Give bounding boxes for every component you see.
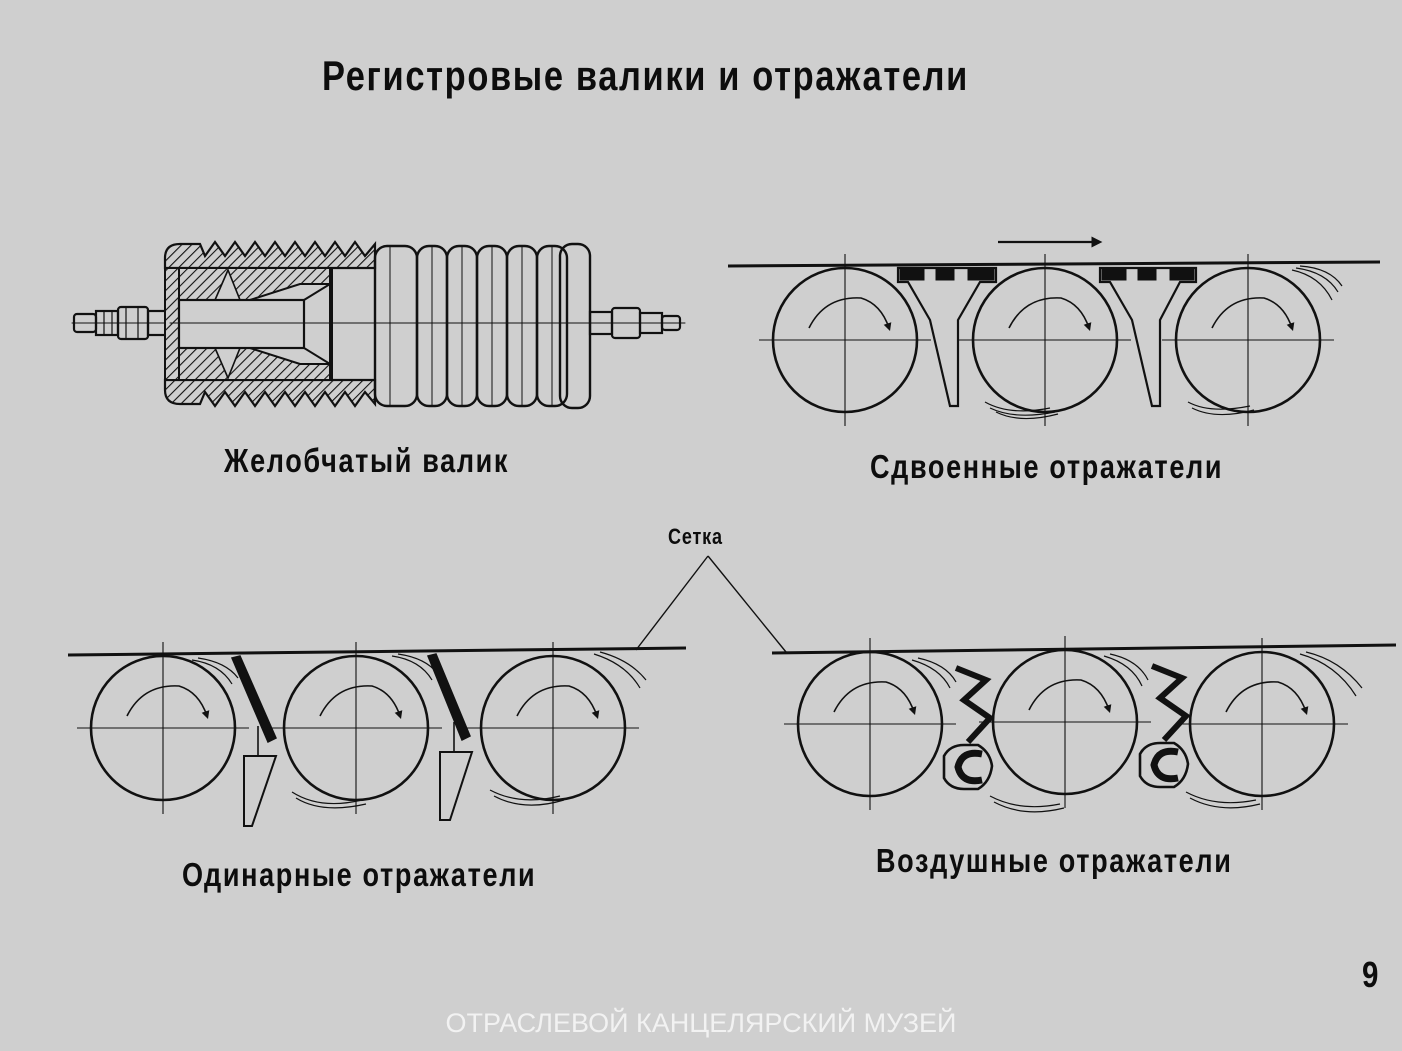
watermark: ОТРАСЛЕВОЙ КАНЦЕЛЯРСКИЙ МУЗЕЙ: [445, 1008, 957, 1038]
slide-title: Регистровые валики и отражатели: [322, 52, 969, 99]
air-deflectors-drawing: [771, 636, 1397, 813]
air-deflectors-caption: Воздушные отражатели: [876, 842, 1233, 879]
wire-label: Сетка: [668, 524, 723, 549]
double-deflectors-drawing: [727, 236, 1381, 426]
grooved-roll-drawing: [71, 240, 686, 410]
double-deflectors-caption: Сдвоенные отражатели: [870, 448, 1224, 485]
single-deflectors-drawing: [67, 642, 687, 827]
single-deflectors-caption: Одинарные отражатели: [182, 856, 537, 893]
wire-leader-lines: [635, 555, 787, 653]
grooved-roll-caption: Желобчатый валик: [224, 442, 510, 479]
page-number: 9: [1362, 954, 1381, 995]
